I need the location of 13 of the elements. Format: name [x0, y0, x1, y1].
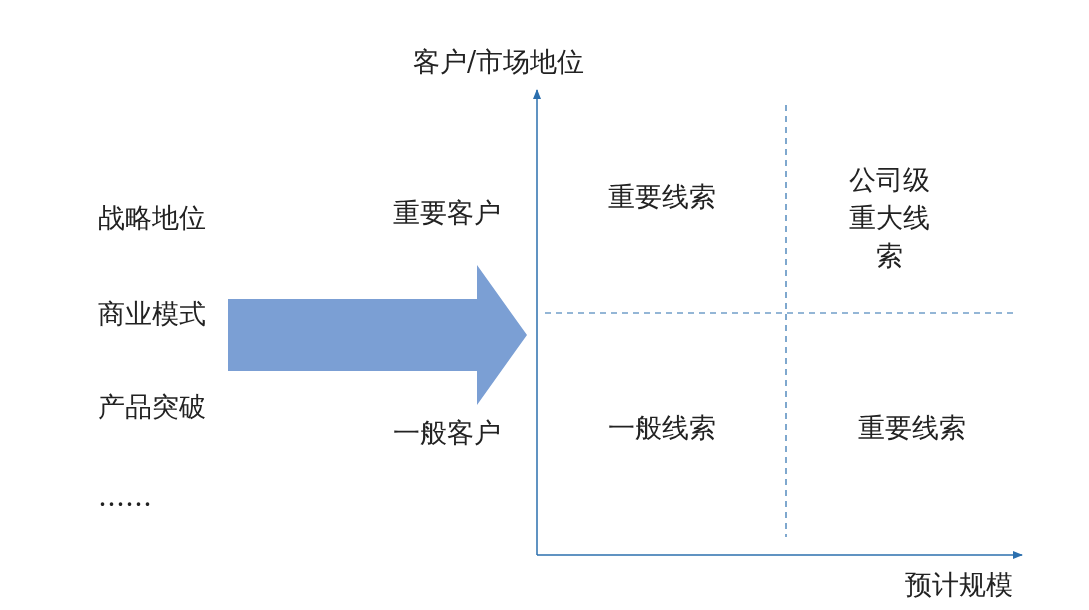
list-item: 战略地位: [98, 201, 206, 235]
list-item: 产品突破: [98, 390, 206, 424]
axis-title: 预计规模: [905, 568, 1013, 602]
row-label: 一般客户: [393, 416, 501, 450]
block-arrow: [228, 265, 527, 405]
list-item: 商业模式: [98, 297, 206, 331]
list-item: ……: [98, 480, 152, 514]
quadrant-label: 重要线索: [857, 411, 967, 445]
axis-title: 客户/市场地位: [413, 45, 585, 79]
quadrant-label: 一般线索: [607, 411, 717, 445]
quadrant-label: 重要线索: [607, 180, 717, 214]
quadrant-label: 公司级重大线索: [848, 163, 932, 273]
row-label: 重要客户: [393, 196, 501, 230]
